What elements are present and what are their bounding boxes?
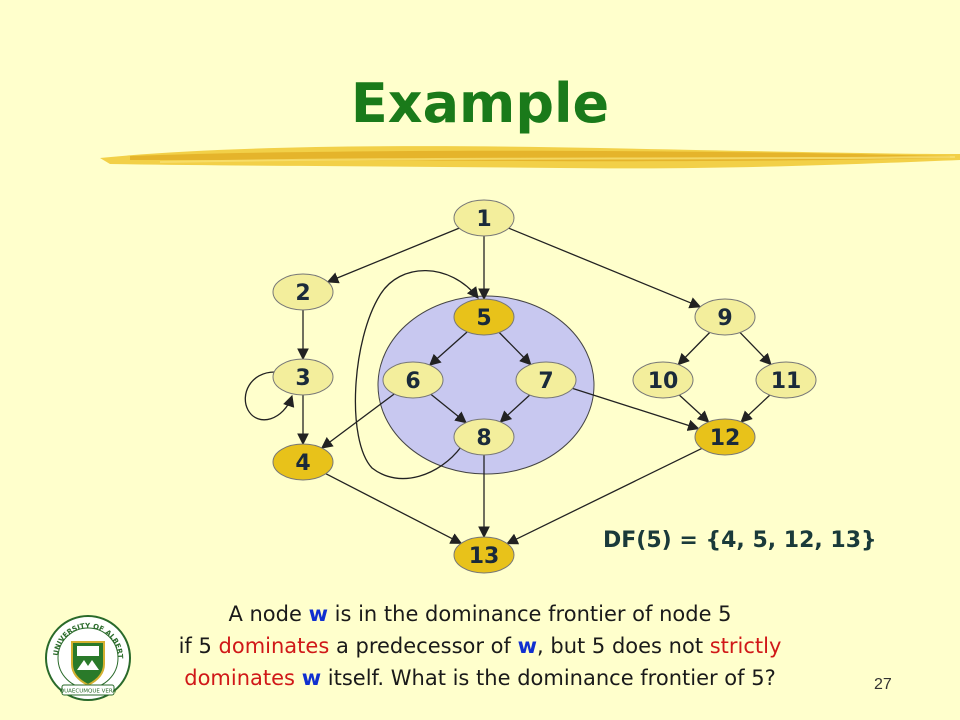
node-label: 2: [295, 281, 310, 306]
edge-1-to-9: [508, 227, 702, 309]
edge-7-to-12: [572, 387, 700, 431]
node-3: 3: [272, 358, 334, 396]
caption-text: itself. What is the dominance frontier o…: [321, 666, 776, 690]
node-shape: [272, 443, 334, 481]
node-11: 11: [755, 361, 817, 399]
edge-7-to-8: [499, 394, 531, 423]
caption-line-1: A node w is in the dominance frontier of…: [130, 598, 830, 630]
node-label: 6: [405, 369, 420, 394]
dominance-frontier-result: DF(5) = {4, 5, 12, 13}: [603, 528, 877, 553]
edge-10-to-12: [678, 394, 710, 423]
node-shape: [453, 199, 515, 237]
node-9: 9: [694, 298, 756, 336]
edge-1-to-2: [326, 227, 460, 284]
node-label: 9: [717, 306, 732, 331]
caption-dominates: dominates: [218, 634, 330, 658]
edge-9-to-11: [739, 332, 772, 366]
caption-line-3: dominates w itself. What is the dominanc…: [130, 662, 830, 694]
node-label: 4: [295, 451, 310, 476]
node-shape: [755, 361, 817, 399]
node-7: 7: [515, 361, 577, 399]
node-8: 8: [453, 418, 515, 456]
caption-text: if 5: [178, 634, 219, 658]
edge-11-to-12: [740, 394, 771, 423]
edge-5-to-6: [428, 331, 468, 366]
edge-5-to-7: [498, 332, 532, 366]
page-number: 27: [874, 676, 892, 693]
node-shape: [632, 361, 694, 399]
node-label: 12: [710, 426, 741, 451]
edge-6-to-8: [430, 393, 467, 424]
edge-6-to-4: [320, 393, 395, 449]
caption-w: w: [301, 666, 322, 690]
title-underline-brush: [100, 146, 960, 169]
caption-text: A node: [228, 602, 309, 626]
node-shape: [453, 536, 515, 574]
node-5: 5: [453, 298, 515, 336]
node-12: 12: [694, 418, 756, 456]
node-shape: [453, 418, 515, 456]
edge-12-to-13: [506, 447, 703, 545]
caption-text: [295, 666, 302, 690]
slide-title: Example: [350, 72, 610, 135]
node-label: 1: [476, 207, 491, 232]
node-shape: [694, 298, 756, 336]
node-shape: [453, 298, 515, 336]
node-label: 3: [295, 366, 310, 391]
node-label: 8: [476, 426, 491, 451]
edge-3-to-3: [244, 371, 295, 421]
node-4: 4: [272, 443, 334, 481]
caption-text: is in the dominance frontier of node 5: [327, 602, 732, 626]
edge-9-to-10: [677, 332, 711, 366]
node-shape: [515, 361, 577, 399]
node-2: 2: [272, 273, 334, 311]
node-label: 10: [648, 369, 679, 394]
caption-strictly: strictly: [709, 634, 782, 658]
caption-w: w: [308, 602, 328, 626]
node-label: 7: [538, 369, 553, 394]
caption-w: w: [517, 634, 538, 658]
university-seal-logo: UNIVERSITY OF ALBERTA QUAECUMQUE VERA: [44, 614, 131, 701]
node-6: 6: [382, 361, 444, 399]
caption-text: , but 5 does not: [537, 634, 710, 658]
node-label: 5: [476, 306, 491, 331]
node-1: 1: [453, 199, 515, 237]
edges-layer: [244, 227, 772, 545]
caption-line-2: if 5 dominates a predecessor of w, but 5…: [130, 630, 830, 662]
node-shape: [272, 358, 334, 396]
node-label: 13: [469, 544, 500, 569]
edge-4-to-13: [325, 473, 463, 544]
node-13: 13: [453, 536, 515, 574]
caption-dominates: dominates: [184, 666, 295, 690]
node-shape: [272, 273, 334, 311]
caption: A node w is in the dominance frontier of…: [130, 598, 830, 694]
node-label: 11: [771, 369, 802, 394]
node-shape: [694, 418, 756, 456]
node-shape: [382, 361, 444, 399]
caption-text: a predecessor of: [329, 634, 518, 658]
node-10: 10: [632, 361, 694, 399]
edge-8-to-5: [354, 269, 479, 480]
seal-motto: QUAECUMQUE VERA: [60, 689, 117, 695]
